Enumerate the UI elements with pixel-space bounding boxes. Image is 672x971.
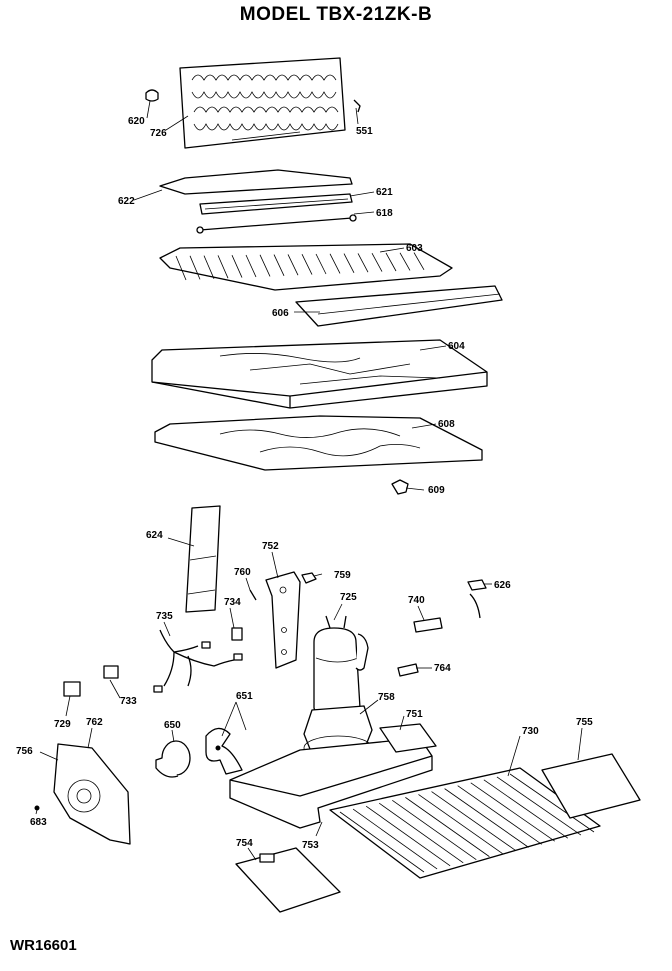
part-labels: 620 726 551 622 621 618 603 606 604 608 … bbox=[16, 116, 593, 851]
label-740: 740 bbox=[408, 595, 425, 606]
air-duct[interactable] bbox=[185, 505, 221, 613]
label-756: 756 bbox=[16, 746, 33, 757]
label-762: 762 bbox=[86, 717, 103, 728]
wire-harness[interactable] bbox=[153, 629, 243, 693]
label-734: 734 bbox=[224, 597, 241, 608]
label-624: 624 bbox=[146, 530, 163, 541]
connector-734[interactable] bbox=[231, 627, 243, 641]
connector-733[interactable] bbox=[103, 665, 119, 679]
coil-clip[interactable] bbox=[353, 99, 361, 113]
label-621: 621 bbox=[376, 187, 393, 198]
defrost-heater[interactable] bbox=[199, 193, 353, 215]
label-753: 753 bbox=[302, 840, 319, 851]
cover-755[interactable] bbox=[541, 753, 641, 819]
label-683: 683 bbox=[30, 817, 47, 828]
label-755: 755 bbox=[576, 717, 593, 728]
label-725: 725 bbox=[340, 592, 357, 603]
diagram-code: WR16601 bbox=[10, 937, 77, 954]
label-752: 752 bbox=[262, 541, 279, 552]
screw-760[interactable] bbox=[249, 589, 257, 601]
diagram-title: MODEL TBX-21ZK-B bbox=[239, 4, 433, 25]
label-759: 759 bbox=[334, 570, 351, 581]
heater-bracket[interactable] bbox=[196, 214, 357, 234]
label-618: 618 bbox=[376, 208, 393, 219]
clip-764[interactable] bbox=[397, 663, 419, 677]
pan-clip[interactable] bbox=[391, 479, 409, 495]
overload-626[interactable] bbox=[467, 579, 487, 619]
compressor[interactable] bbox=[313, 615, 369, 719]
label-764: 764 bbox=[434, 663, 451, 674]
label-726: 726 bbox=[150, 128, 167, 139]
evaporator-coil[interactable] bbox=[179, 57, 346, 149]
fan-blade[interactable] bbox=[205, 727, 243, 775]
label-760: 760 bbox=[234, 567, 251, 578]
label-608: 608 bbox=[438, 419, 455, 430]
relay-740[interactable] bbox=[413, 617, 443, 633]
screw-683[interactable] bbox=[34, 805, 40, 811]
label-604: 604 bbox=[448, 341, 465, 352]
machine-base[interactable] bbox=[229, 723, 437, 829]
fan-shroud[interactable] bbox=[53, 743, 131, 845]
label-622: 622 bbox=[118, 196, 135, 207]
label-735: 735 bbox=[156, 611, 173, 622]
label-650: 650 bbox=[164, 720, 181, 731]
fan-motor[interactable] bbox=[155, 740, 191, 778]
evaporator-cover[interactable] bbox=[159, 169, 353, 195]
divider-tray[interactable] bbox=[151, 339, 488, 409]
drip-pan[interactable] bbox=[154, 415, 483, 471]
label-606: 606 bbox=[272, 308, 289, 319]
label-751: 751 bbox=[406, 709, 423, 720]
wire-shelf[interactable] bbox=[159, 243, 453, 291]
compressor-bracket[interactable] bbox=[265, 571, 301, 669]
condenser[interactable] bbox=[329, 767, 601, 879]
label-626: 626 bbox=[494, 580, 511, 591]
label-758: 758 bbox=[378, 692, 395, 703]
label-729: 729 bbox=[54, 719, 71, 730]
label-551: 551 bbox=[356, 126, 373, 137]
label-730: 730 bbox=[522, 726, 539, 737]
cover-754[interactable] bbox=[235, 847, 341, 913]
label-754: 754 bbox=[236, 838, 253, 849]
defrost-thermostat[interactable] bbox=[145, 89, 159, 102]
cap-729[interactable] bbox=[63, 681, 81, 697]
label-603: 603 bbox=[406, 243, 423, 254]
grommet-759[interactable] bbox=[301, 572, 317, 584]
label-620: 620 bbox=[128, 116, 145, 127]
label-609: 609 bbox=[428, 485, 445, 496]
shelf-rail[interactable] bbox=[295, 285, 503, 327]
label-733: 733 bbox=[120, 696, 137, 707]
label-651: 651 bbox=[236, 691, 253, 702]
leader-lines bbox=[35, 100, 583, 861]
